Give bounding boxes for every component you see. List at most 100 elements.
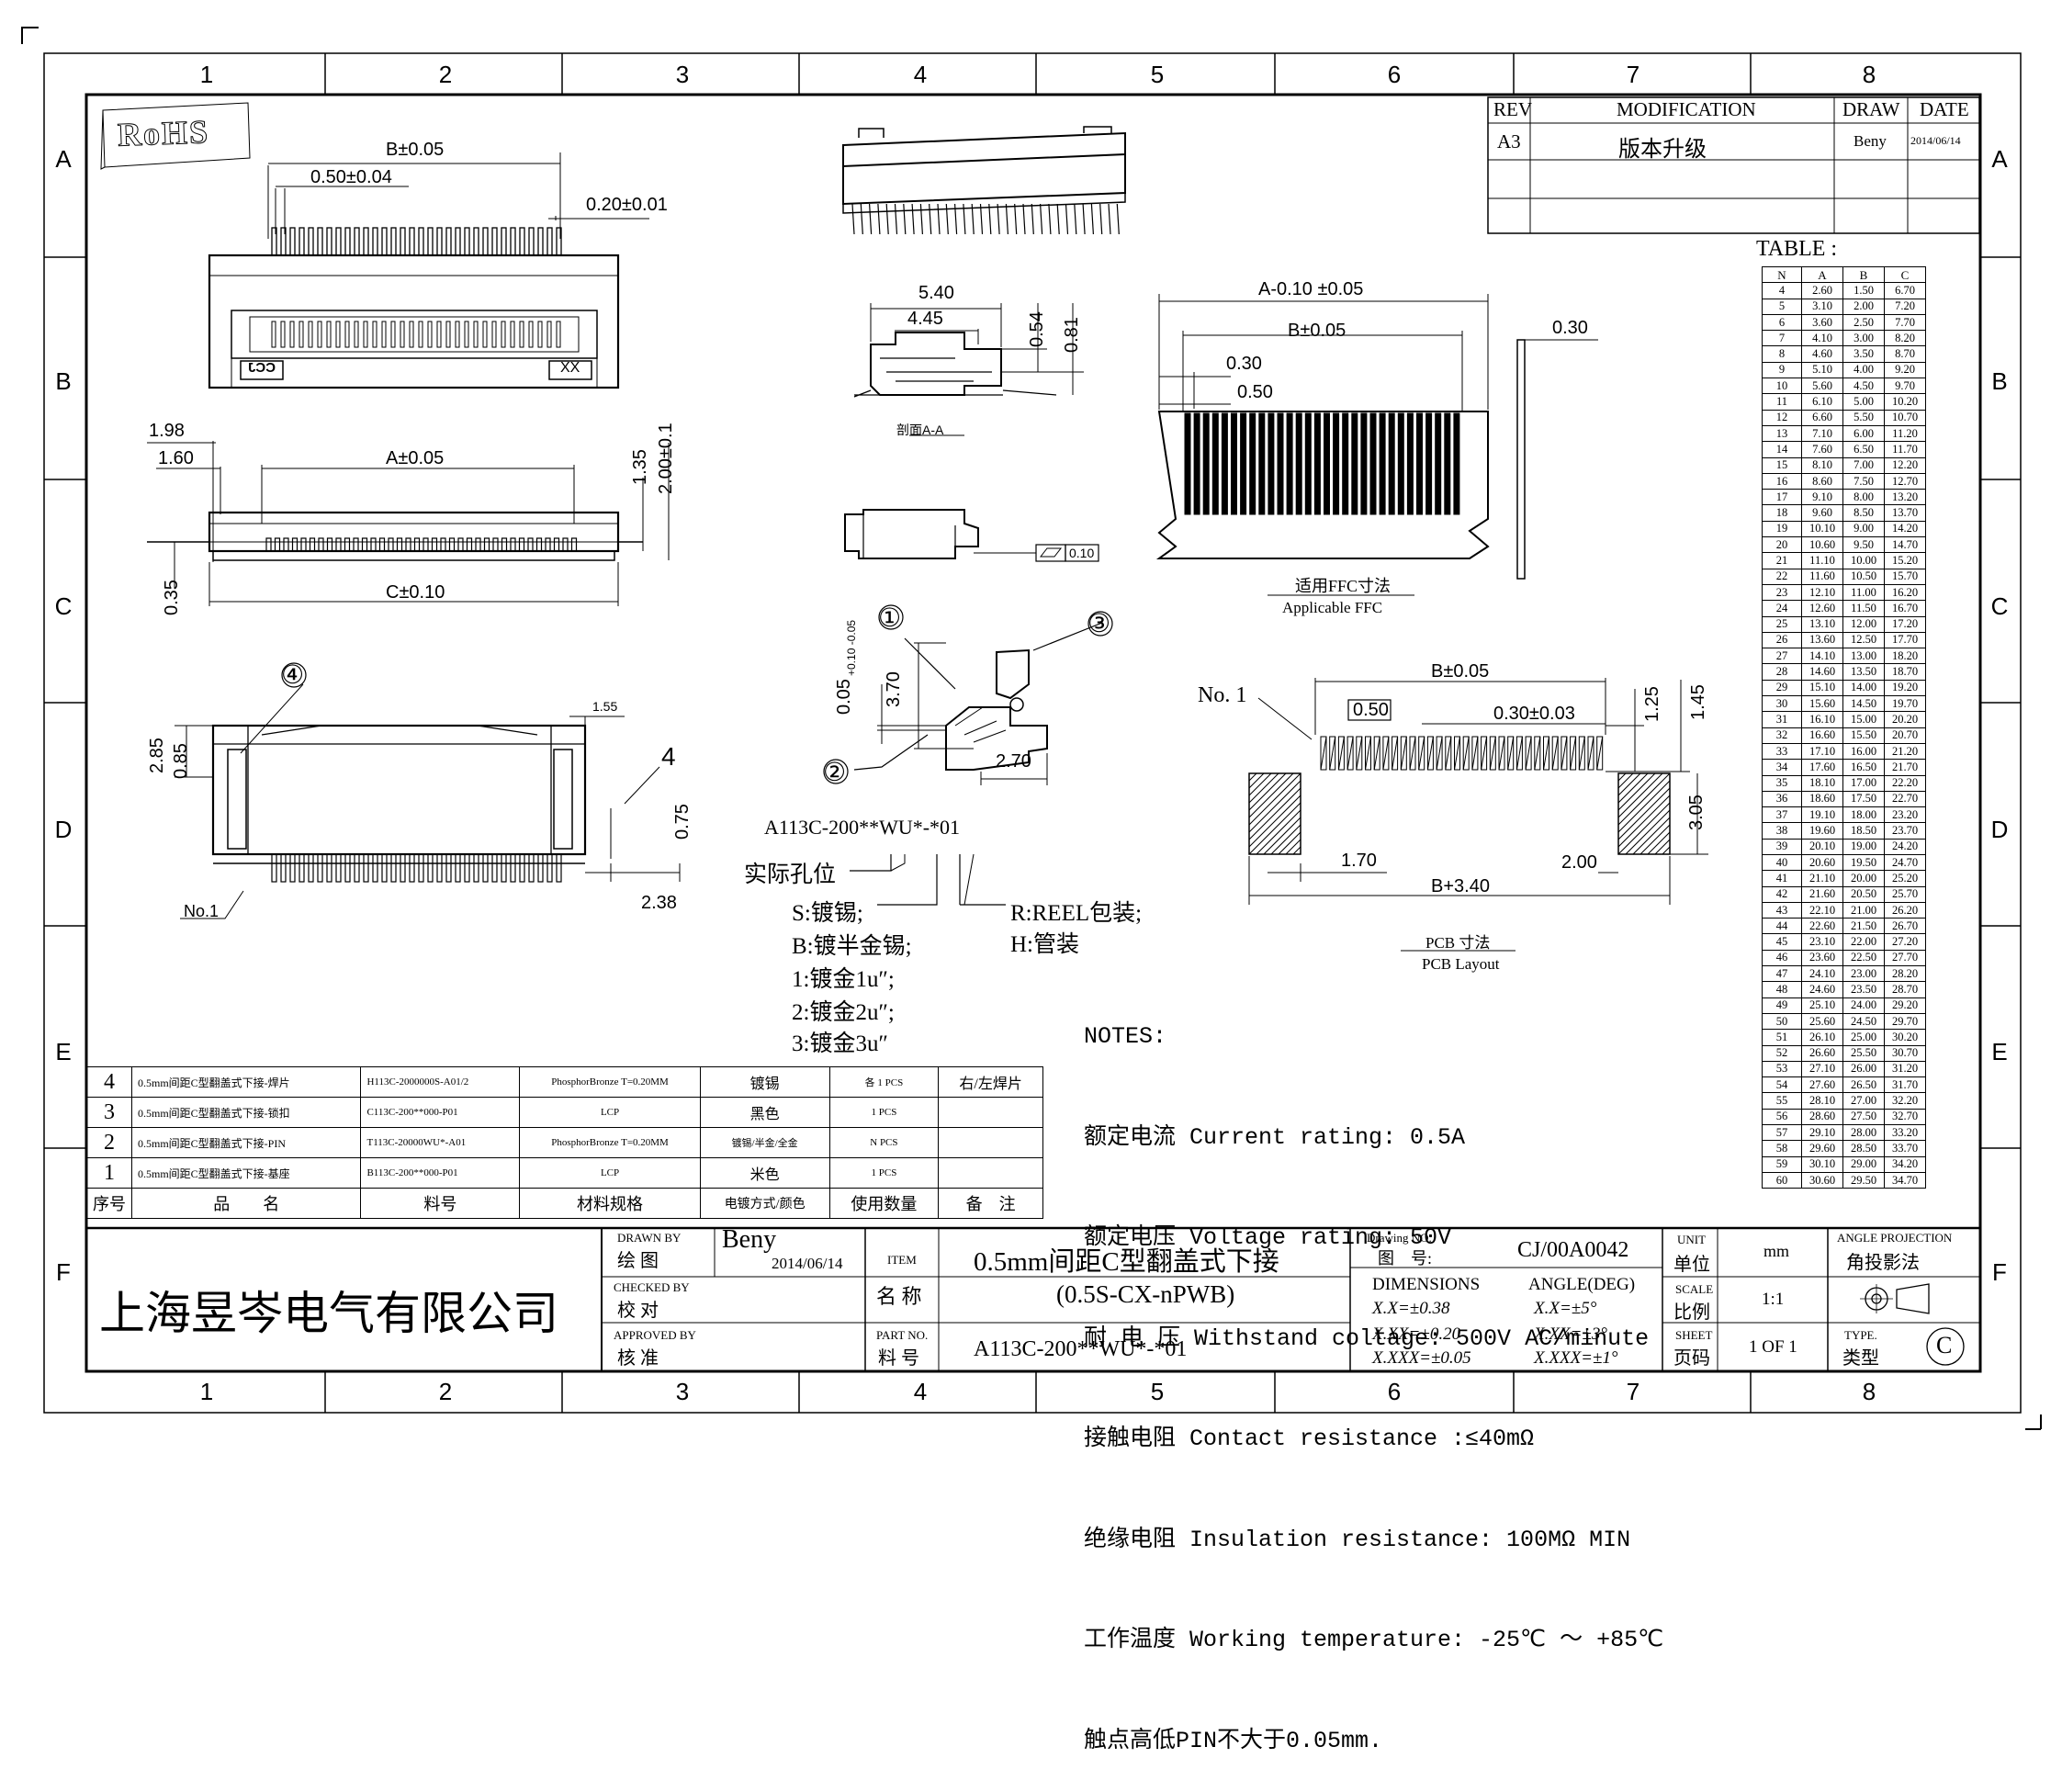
pad-hatch (1617, 795, 1671, 848)
iso-pin (1108, 203, 1111, 235)
zone-row-label: F (56, 1258, 71, 1286)
table-cell: 9.70 (1884, 378, 1926, 395)
draw-header: DRAW (1842, 98, 1900, 120)
ffc-strip (1277, 412, 1284, 515)
bottom-pin (436, 853, 443, 883)
bottom-pin (390, 853, 397, 883)
pin-slot (344, 321, 350, 348)
pad-hatch (1248, 795, 1301, 848)
pin-slot (372, 321, 377, 348)
iso-pin (903, 203, 907, 235)
ffc-strip (1435, 412, 1442, 515)
pin (354, 227, 360, 256)
table-cell: 10.00 (1842, 552, 1885, 569)
iso-pin (1005, 203, 1008, 235)
pcb-pad (1418, 736, 1425, 771)
table-cell: 19.20 (1884, 679, 1926, 697)
table-cell: 20 (1762, 536, 1802, 554)
table-cell: 25.60 (1801, 1012, 1843, 1031)
table-cell: 6 (1762, 313, 1802, 332)
dim-081: 0.81 (1062, 317, 1082, 353)
front-pin (396, 537, 403, 552)
table-cell: 24.70 (1884, 853, 1926, 872)
table-cell: 11.00 (1842, 583, 1885, 602)
dim-pcb-b340: B+3.40 (1431, 876, 1490, 896)
pcb-pad (1462, 736, 1470, 771)
bottom-pin (482, 853, 489, 883)
dim-pcb-200: 2.00 (1561, 852, 1597, 873)
table-cell: 27.00 (1842, 1092, 1885, 1110)
projection-cn: 角投影法 (1846, 1253, 1920, 1273)
bottom-pin (372, 853, 378, 883)
part-code: A113C-200**WU*-*01 (764, 816, 961, 839)
table-cell: 17.10 (1801, 742, 1843, 761)
bom-cell-material: LCP (519, 1097, 701, 1128)
front-pin (570, 537, 578, 552)
pad-hatch (1248, 772, 1265, 789)
table-cell: 23.60 (1801, 949, 1843, 967)
iso-pin (929, 203, 932, 235)
approved-cn: 核 准 (617, 1348, 659, 1369)
table-cell: 35 (1762, 774, 1802, 792)
ffc-strip (1351, 412, 1358, 515)
ffc-strip (1193, 412, 1200, 515)
table-cell: 17 (1762, 489, 1802, 506)
table-cell: 29.10 (1801, 1124, 1843, 1142)
pcb-pad (1329, 736, 1336, 771)
table-cell: 11.20 (1884, 424, 1926, 443)
dim-270: 2.70 (996, 751, 1031, 772)
zone-column-label: 3 (675, 61, 690, 88)
pin-slot (482, 321, 488, 348)
table-cell: 39 (1762, 838, 1802, 855)
table-cell: 7 (1762, 330, 1802, 347)
table-cell: 20.60 (1801, 853, 1843, 872)
front-pin (475, 537, 481, 552)
pin (519, 227, 525, 256)
bottom-pin (335, 853, 342, 883)
front-pin (483, 537, 490, 552)
iso-pin (945, 203, 949, 235)
table-cell: 26.00 (1842, 1060, 1885, 1078)
unit-en: UNIT (1677, 1233, 1707, 1246)
table-cell: 29.70 (1884, 1012, 1926, 1031)
table-cell: 24.60 (1801, 981, 1843, 998)
table-cell: 4.60 (1801, 345, 1843, 363)
dim-ffc-b: B±0.05 (1288, 321, 1346, 341)
pin-slot (436, 321, 442, 348)
table-cell: 11 (1762, 393, 1802, 411)
dim-238: 2.38 (641, 893, 677, 913)
pad-hatch (1647, 831, 1671, 855)
table-cell: 27.20 (1884, 933, 1926, 951)
bottom-pin (299, 853, 305, 883)
table-cell: 21.20 (1884, 742, 1926, 761)
zone-column-label: 8 (1862, 1378, 1876, 1405)
bom-header-qty: 使用数量 (828, 1188, 940, 1219)
pcb-pad (1436, 736, 1443, 771)
table-cell: 11.50 (1842, 600, 1885, 617)
table-cell: 13.20 (1884, 489, 1926, 506)
drawing-cn: 图 号: (1378, 1249, 1433, 1268)
table-header: B (1842, 265, 1885, 284)
pin-slot (390, 321, 396, 348)
front-pin (466, 537, 473, 552)
dim-ffc-030: 0.30 (1226, 354, 1262, 374)
table-cell: 15.00 (1842, 711, 1885, 728)
scale-cn: 比例 (1673, 1302, 1710, 1323)
notes-title: NOTES: (1084, 1023, 1167, 1050)
pcb-pad (1543, 736, 1549, 771)
table-cell: 11.60 (1801, 568, 1843, 585)
table-cell: 21 (1762, 552, 1802, 569)
